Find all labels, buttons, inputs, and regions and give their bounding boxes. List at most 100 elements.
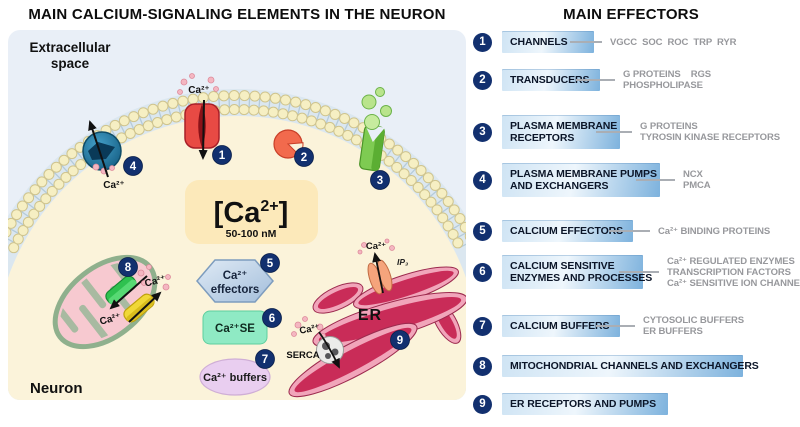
effector-number-badge-9: 9: [473, 394, 492, 414]
effector-label-line: PLASMA MEMBRANE: [510, 120, 618, 132]
ligand-molecules: [361, 87, 392, 130]
effector-number-badge-6: 6: [473, 262, 492, 282]
svg-text:9: 9: [397, 335, 403, 347]
svg-text:6: 6: [269, 313, 275, 325]
effector-connector-line: [596, 131, 632, 133]
ca-concentration-value: 50-100 nM: [226, 228, 277, 240]
effector-details: G PROTEINS TYROSIN KINASE RECEPTORS: [640, 121, 780, 143]
er-release-arrow: [372, 252, 384, 294]
effectors-title: MAIN EFFECTORS: [563, 6, 699, 23]
ca-effectors-shape: Ca²⁺ effectors: [196, 259, 274, 303]
effector-label-bar: CALCIUM BUFFERS: [502, 315, 620, 337]
influx-arrow: [198, 99, 208, 160]
ca-effectors-label-line1: Ca²⁺: [223, 270, 248, 282]
diagram-number-badge-2: 2: [294, 147, 314, 167]
effector-number-badge-4: 4: [473, 170, 492, 190]
mitochondrion: Ca²⁺ Ca²⁺: [49, 254, 171, 350]
effector-number-badge-3: 3: [473, 122, 492, 142]
effector-details: Ca²⁺ REGULATED ENZYMES TRANSCRIPTION FAC…: [667, 255, 800, 289]
effector-details: NCX PMCA: [683, 169, 711, 191]
svg-text:2: 2: [301, 152, 307, 164]
effector-details: Ca²⁺ BINDING PROTEINS: [658, 225, 771, 237]
effector-label-line: CALCIUM EFFECTORS: [510, 225, 624, 237]
svg-text:3: 3: [377, 175, 383, 187]
mito-influx-arrow: [109, 275, 148, 310]
effector-number-badge-8: 8: [473, 356, 492, 376]
extracellular-label-line1: Extracellular: [29, 40, 111, 55]
calcium-ions: [291, 316, 326, 339]
membrane-receptor: [359, 87, 392, 172]
ca-concentration-box: [Ca2+] 50-100 nM: [185, 180, 318, 244]
ca-se-label: Ca²⁺SE: [215, 323, 255, 335]
ca-label: Ca²⁺: [99, 312, 123, 328]
effector-label-bar: MITOCHONDRIAL CHANNELS AND EXCHANGERS: [502, 355, 759, 377]
neuron-diagram-panel: Extracellular space Neuron Ca²⁺ Ca²⁺: [8, 30, 466, 400]
svg-text:8: 8: [125, 262, 132, 274]
effector-label-bar: CALCIUM EFFECTORS: [502, 220, 633, 242]
serca-label: SERCA: [286, 350, 319, 361]
ca-label: Ca²⁺: [188, 85, 209, 96]
extracellular-label-line2: space: [51, 56, 90, 71]
er-label: ER: [358, 307, 382, 324]
effector-connector-line: [576, 79, 615, 81]
effector-number-badge-1: 1: [473, 32, 492, 52]
ip3-receptor: Ca²⁺ IP₃: [357, 238, 408, 295]
diagram-number-badge-6: 6: [262, 308, 282, 328]
diagram-number-badge-3: 3: [370, 170, 390, 190]
ca-effectors-label-line2: effectors: [211, 284, 260, 296]
svg-text:4: 4: [130, 161, 137, 173]
calcium-ions: [137, 264, 171, 291]
membrane-pump: Ca²⁺: [82, 120, 125, 191]
effector-label-line: RECEPTORS: [510, 132, 575, 144]
diagram-number-badge-8: 8: [118, 257, 138, 277]
ca-label: Ca²⁺: [366, 241, 386, 252]
effector-connector-line: [636, 179, 675, 181]
effector-number-badge-7: 7: [473, 316, 492, 336]
svg-text:5: 5: [267, 258, 274, 270]
effector-label-bar: TRANSDUCERS: [502, 69, 600, 91]
effector-label-line: MITOCHONDRIAL CHANNELS AND EXCHANGERS: [510, 360, 759, 372]
ca-se-shape: Ca²⁺SE: [202, 310, 268, 345]
effector-label-line: PLASMA MEMBRANE PUMPS: [510, 168, 657, 180]
ca-label: Ca²⁺: [103, 180, 124, 191]
effector-label-line: CALCIUM SENSITIVE: [510, 260, 615, 272]
er-uptake-arrow: [318, 331, 340, 369]
neuron-label: Neuron: [30, 380, 83, 397]
ca-buffers-shape: Ca²⁺ buffers: [199, 358, 271, 396]
ca-label: Ca²⁺: [144, 274, 168, 290]
effector-label-bar: ER RECEPTORS AND PUMPS: [502, 393, 668, 415]
serca-pump: Ca²⁺ SERCA: [286, 316, 344, 369]
diagram-number-badge-1: 1: [212, 145, 232, 165]
diagram-number-badge-7: 7: [255, 349, 275, 369]
svg-text:7: 7: [262, 354, 268, 366]
svg-text:1: 1: [219, 150, 226, 162]
effector-label-line: AND EXCHANGERS: [510, 180, 609, 192]
effector-label-line: CALCIUM BUFFERS: [510, 320, 610, 332]
effector-connector-line: [570, 41, 602, 43]
effector-number-badge-5: 5: [473, 221, 492, 241]
ca-buffers-label: Ca²⁺ buffers: [203, 372, 267, 384]
ip3-label: IP₃: [397, 257, 408, 267]
effector-connector-line: [596, 325, 635, 327]
calcium-ions: [177, 73, 219, 95]
mito-efflux-arrow: [128, 291, 162, 323]
effector-connector-line: [609, 230, 650, 232]
effector-label-line: CHANNELS: [510, 36, 568, 48]
diagram-number-badge-5: 5: [260, 253, 280, 273]
effector-connector-line: [619, 271, 659, 273]
calcium-channel: Ca²⁺: [177, 73, 220, 160]
neuron-diagram: Extracellular space Neuron Ca²⁺ Ca²⁺: [8, 40, 466, 400]
effector-label-line: ENZYMES AND PROCESSES: [510, 272, 653, 284]
effector-number-badge-2: 2: [473, 70, 492, 90]
efflux-arrow: [88, 120, 109, 178]
cell-membrane: [8, 89, 466, 400]
effector-label-line: TRANSDUCERS: [510, 74, 590, 86]
diagram-number-badge-9: 9: [390, 330, 410, 350]
ca-label: Ca²⁺: [299, 322, 321, 336]
ca-concentration-label: [Ca2+]: [214, 197, 289, 229]
effector-label-bar: CHANNELS: [502, 31, 594, 53]
diagram-title: MAIN CALCIUM-SIGNALING ELEMENTS IN THE N…: [28, 6, 446, 23]
calcium-ions: [357, 238, 395, 255]
